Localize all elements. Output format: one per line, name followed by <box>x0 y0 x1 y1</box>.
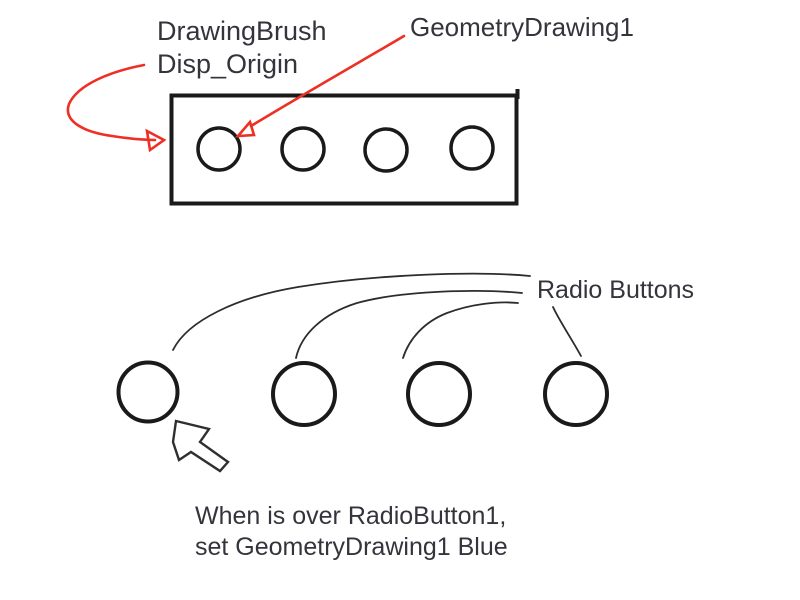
hover-note-line1: When is over RadioButton1, <box>195 502 507 530</box>
radio-button-4 <box>543 361 609 427</box>
geometry-circle-3 <box>363 127 409 173</box>
red-arrow-disp-origin <box>66 63 157 142</box>
radio-button-2 <box>271 361 337 427</box>
radio-connector-3 <box>402 301 519 359</box>
hover-note-line2: set GeometryDrawing1 Blue <box>195 533 508 561</box>
geometry-circle-2 <box>280 126 326 172</box>
red-arrow-geometry-drawing1 <box>249 34 406 128</box>
radio-connector-4 <box>552 306 582 357</box>
drawing-brush-label: DrawingBrush <box>157 16 327 46</box>
radio-connector-1 <box>172 272 531 351</box>
radio-button-3 <box>406 361 472 427</box>
red-arrow-geometry-drawing1-head <box>235 119 256 138</box>
radio-button-1 <box>116 360 180 424</box>
hover-note: When is over RadioButton1, set GeometryD… <box>195 501 508 563</box>
red-arrow-disp-origin-head <box>145 128 167 153</box>
geometry-circle-4 <box>449 125 495 171</box>
radio-buttons-label: Radio Buttons <box>537 276 695 304</box>
disp-origin-label: Disp_Origin <box>157 49 299 79</box>
radio-connector-2 <box>295 290 523 359</box>
cursor-arrow-icon <box>171 419 230 473</box>
geometry-drawing1-label: GeometryDrawing1 <box>410 12 634 42</box>
drawing-brush-panel <box>169 93 519 206</box>
geometry-circle-1 <box>196 126 242 172</box>
